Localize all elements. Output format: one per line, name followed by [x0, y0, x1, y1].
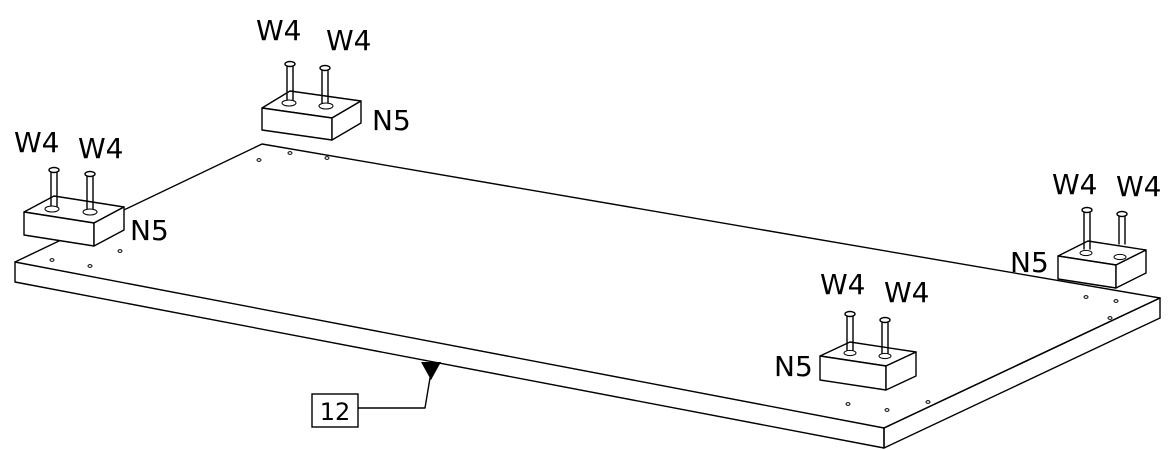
screw-w4	[319, 64, 331, 104]
screw-label: W4	[326, 24, 372, 57]
screw-label: W4	[1052, 168, 1098, 201]
screw-label: W4	[256, 14, 302, 47]
foot-label: N5	[130, 214, 169, 247]
screw-w4	[1116, 210, 1128, 245]
screw-label: W4	[1116, 170, 1162, 203]
panel-holes	[49, 151, 1119, 412]
foot-back-right: W4 W4 N5	[1010, 168, 1162, 289]
screw-w4	[284, 60, 296, 101]
foot-label: N5	[1010, 246, 1049, 279]
screw-w4	[48, 166, 60, 207]
screw-w4	[844, 310, 856, 351]
screw-w4	[879, 316, 891, 354]
panel-callout: 12	[311, 362, 441, 428]
foot-front-right: W4 W4 N5	[774, 268, 930, 391]
screw-label: W4	[884, 276, 930, 309]
foot-back-left: W4 W4 N5	[256, 14, 411, 141]
callout-label: 12	[320, 398, 351, 426]
foot-label: N5	[372, 104, 411, 137]
panel-board	[14, 143, 1161, 449]
foot-label: N5	[774, 350, 813, 383]
screw-w4	[84, 170, 96, 210]
callout-box	[311, 393, 359, 428]
screw-label: W4	[78, 132, 124, 165]
callout-arrowhead	[421, 362, 441, 380]
screw-label: W4	[14, 126, 60, 159]
screw-label: W4	[820, 268, 866, 301]
foot-front-left: W4 W4 N5	[14, 126, 169, 247]
screw-w4	[1081, 206, 1093, 250]
